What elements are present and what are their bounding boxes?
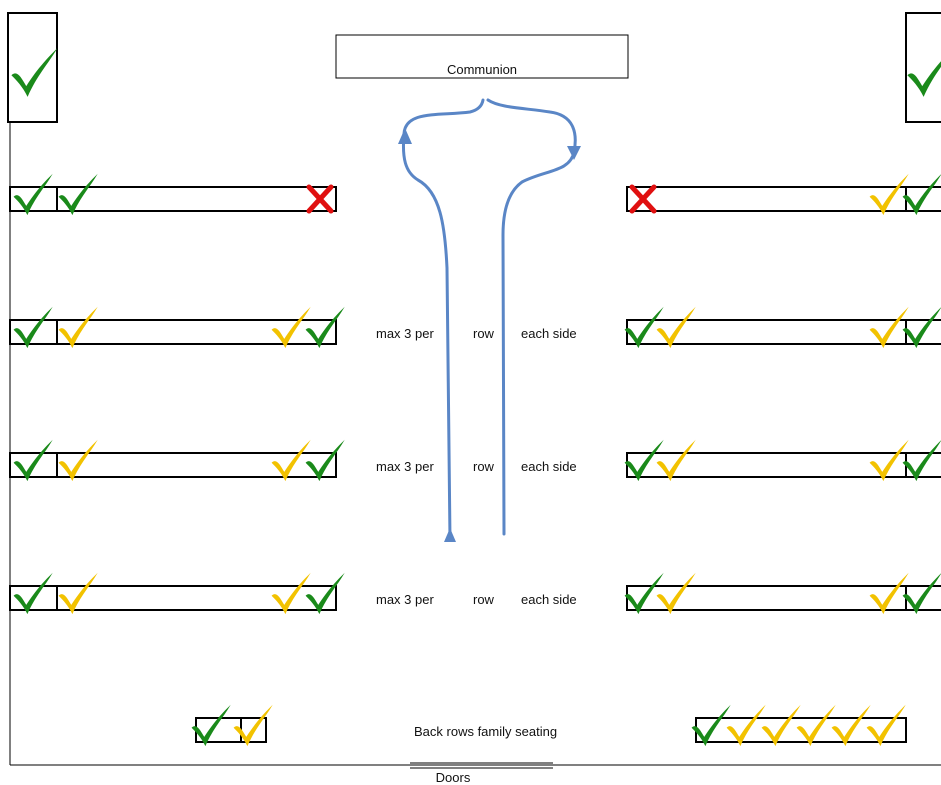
communion-label: Communion <box>447 62 517 77</box>
back-rows-label: Back rows family seating <box>414 724 557 739</box>
front-pew-left <box>9 186 337 212</box>
aisle-note-row4-mid: row <box>473 592 495 607</box>
communion-flow-arrows <box>398 98 581 542</box>
aisle-note-row2-right: each side <box>521 326 577 341</box>
corner-box-right <box>905 12 941 123</box>
flow-path-right-curl <box>486 98 577 154</box>
flow-path-right <box>501 150 576 536</box>
aisle-note-row3-mid: row <box>473 459 495 474</box>
arrowhead-bottom-left <box>444 528 456 542</box>
flow-path-left <box>401 132 452 542</box>
aisle-note-row3-left: max 3 per <box>376 459 434 474</box>
communion-table <box>335 34 629 79</box>
doors-label: Doors <box>436 770 471 785</box>
flow-path-left-curl <box>402 98 485 136</box>
corner-box-left <box>7 12 58 123</box>
aisle-note-row2-mid: row <box>473 326 495 341</box>
arrowhead-right <box>567 146 581 160</box>
seat-marks <box>13 173 941 747</box>
aisle-note-row4-left: max 3 per <box>376 592 434 607</box>
arrowhead-top-left <box>398 128 412 144</box>
front-left-cross-2 <box>306 184 334 214</box>
front-right-cross-0 <box>629 184 657 214</box>
aisle-note-row4-right: each side <box>521 592 577 607</box>
aisle-note-row3-right: each side <box>521 459 577 474</box>
aisle-note-row2-left: max 3 per <box>376 326 434 341</box>
